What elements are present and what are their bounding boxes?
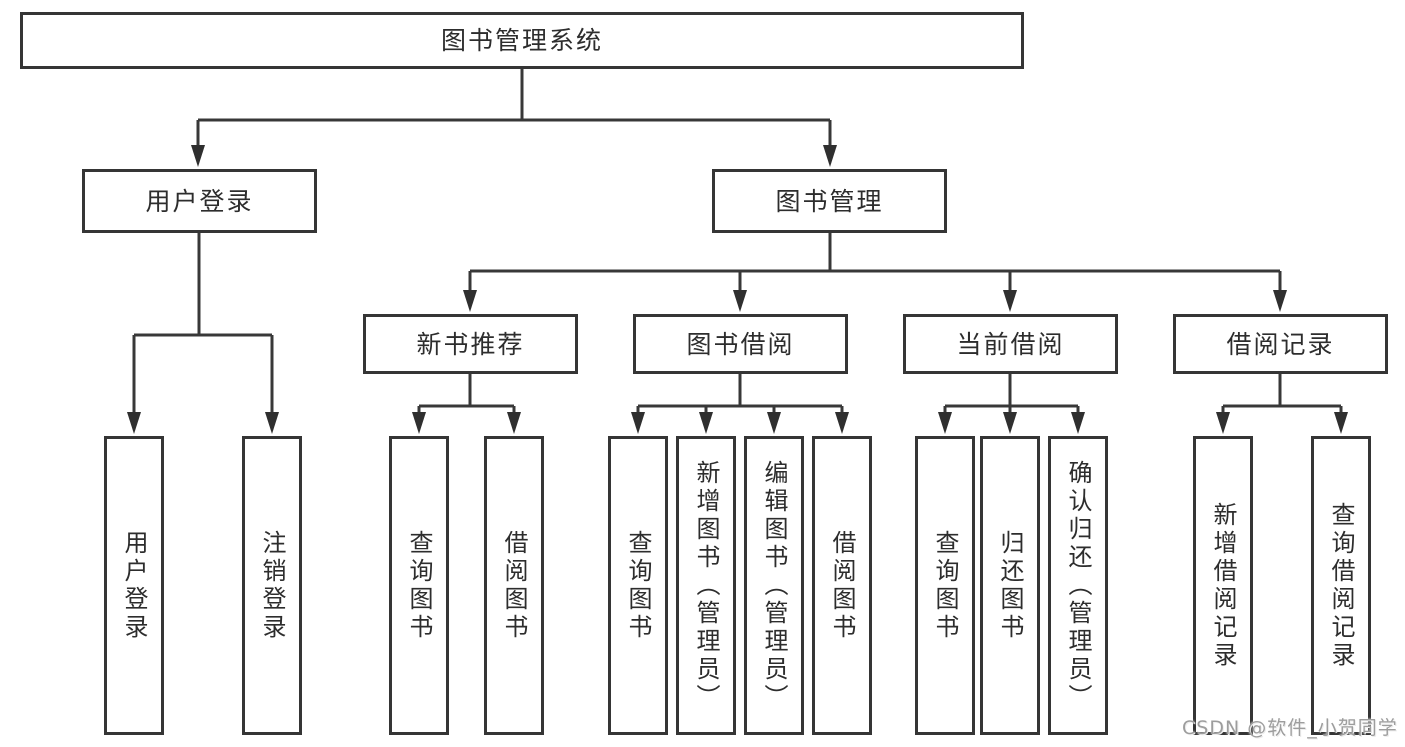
node-user-login: 用户登录: [82, 169, 317, 233]
leaf-query-book-current: 查询图书: [915, 436, 975, 735]
csdn-watermark: CSDN @软件_小贺同学: [1182, 717, 1398, 739]
connector-paths: [132, 69, 1343, 416]
leaf-borrow-book: 借阅图书: [812, 436, 872, 735]
leaf-logout: 注销登录: [242, 436, 302, 735]
leaf-query-borrow-record: 查询借阅记录: [1311, 436, 1371, 735]
leaf-confirm-return-admin: 确认归还（管理员）: [1048, 436, 1108, 735]
node-book-borrow: 图书借阅: [633, 314, 848, 374]
node-new-book-recommend: 新书推荐: [363, 314, 578, 374]
node-root-library-management-system: 图书管理系统: [20, 12, 1024, 69]
node-borrow-records: 借阅记录: [1173, 314, 1388, 374]
node-current-borrow: 当前借阅: [903, 314, 1118, 374]
node-book-management: 图书管理: [712, 169, 947, 233]
leaf-query-book-borrow: 查询图书: [608, 436, 668, 735]
leaf-query-book-recommend: 查询图书: [389, 436, 449, 735]
leaf-borrow-book-recommend: 借阅图书: [484, 436, 544, 735]
leaf-user-login: 用户登录: [104, 436, 164, 735]
leaf-return-book: 归还图书: [980, 436, 1040, 735]
arrow-down-icons: [127, 145, 1348, 434]
leaf-add-book-admin: 新增图书（管理员）: [676, 436, 736, 735]
leaf-edit-book-admin: 编辑图书（管理员）: [744, 436, 804, 735]
leaf-add-borrow-record: 新增借阅记录: [1193, 436, 1253, 735]
